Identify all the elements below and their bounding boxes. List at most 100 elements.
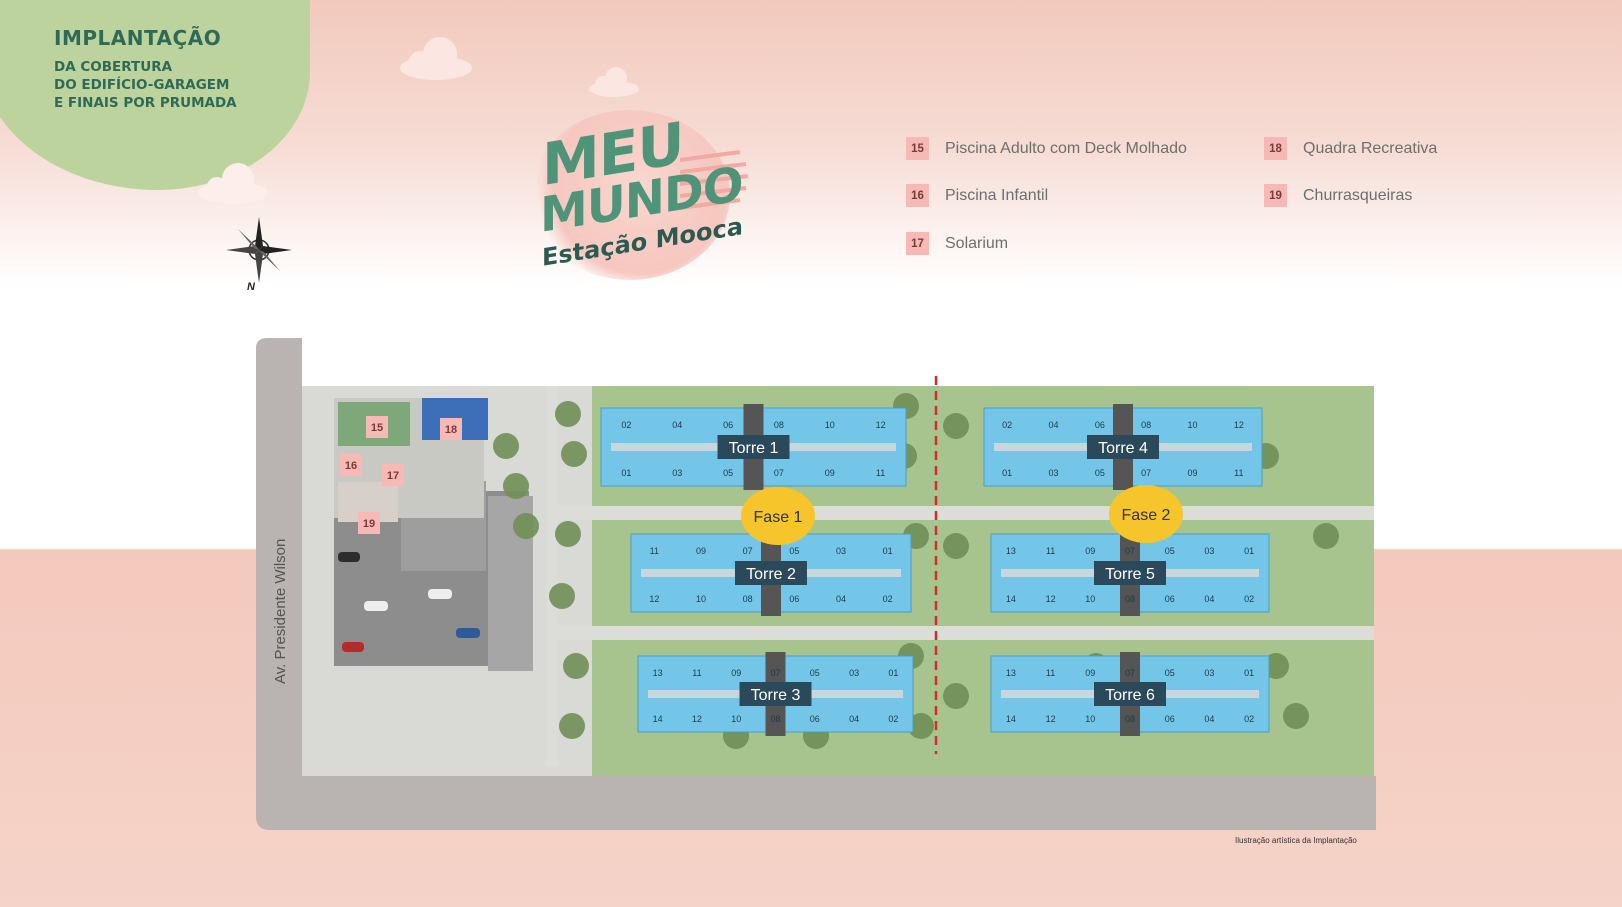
unit-label: 13 bbox=[1006, 668, 1016, 678]
tree-icon bbox=[1283, 703, 1309, 729]
unit-label: 10 bbox=[1187, 420, 1197, 430]
page-title: IMPLANTAÇÃO bbox=[54, 26, 222, 50]
unit-label: 01 bbox=[888, 668, 898, 678]
unit-label: 04 bbox=[1204, 714, 1214, 724]
unit-label: 05 bbox=[723, 468, 733, 478]
unit-label: 09 bbox=[1085, 546, 1095, 556]
legend-number: 18 bbox=[1264, 137, 1287, 160]
phase-badge: Fase 2 bbox=[1109, 485, 1183, 543]
unit-label: 07 bbox=[774, 468, 784, 478]
unit-label: 10 bbox=[1085, 594, 1095, 604]
unit-label: 03 bbox=[672, 468, 682, 478]
tower-tag bbox=[735, 561, 807, 585]
walkway bbox=[546, 386, 558, 766]
unit-label: 06 bbox=[1095, 420, 1105, 430]
unit-label: 06 bbox=[1165, 594, 1175, 604]
unit-label: 08 bbox=[774, 420, 784, 430]
unit-label: 11 bbox=[1234, 468, 1243, 478]
unit-label: 14 bbox=[1006, 714, 1016, 724]
unit-label: 05 bbox=[1095, 468, 1105, 478]
amenity-marker-number: 17 bbox=[387, 470, 399, 482]
unit-label: 04 bbox=[672, 420, 682, 430]
tower-tag bbox=[1094, 682, 1166, 706]
walkway bbox=[556, 626, 1374, 640]
tower-name: Torre 3 bbox=[751, 687, 801, 704]
unit-label: 06 bbox=[789, 594, 799, 604]
tower-name: Torre 1 bbox=[729, 440, 779, 457]
unit-label: 09 bbox=[731, 668, 741, 678]
unit-label: 09 bbox=[696, 546, 706, 556]
illustration-caption: Ilustração artística da Implantação bbox=[1235, 836, 1357, 845]
subtitle-line: DO EDIFÍCIO-GARAGEM bbox=[54, 77, 230, 93]
amenity-marker bbox=[440, 418, 462, 440]
amenity-marker-number: 15 bbox=[371, 422, 383, 434]
unit-label: 07 bbox=[743, 546, 753, 556]
unit-label: 01 bbox=[1244, 546, 1254, 556]
unit-label: 02 bbox=[621, 420, 631, 430]
legend-item: 17 Solarium bbox=[906, 232, 1008, 255]
tower-name: Torre 2 bbox=[746, 566, 796, 583]
unit-label: 11 bbox=[1046, 668, 1055, 678]
unit-label: 05 bbox=[810, 668, 820, 678]
cloud-icon bbox=[589, 67, 639, 97]
phase-badges: Fase 1 Fase 2 bbox=[741, 485, 1183, 545]
unit-label: 09 bbox=[1085, 668, 1095, 678]
unit-label: 08 bbox=[1125, 714, 1135, 724]
unit-label: 03 bbox=[1048, 468, 1058, 478]
legend-label: Churrasqueiras bbox=[1303, 186, 1413, 204]
unit-label: 05 bbox=[1165, 546, 1175, 556]
legend-number: 15 bbox=[906, 137, 929, 160]
phase-label: Fase 1 bbox=[754, 509, 803, 526]
unit-label: 04 bbox=[849, 714, 859, 724]
unit-label: 04 bbox=[836, 594, 846, 604]
amenity-marker-number: 18 bbox=[445, 424, 457, 436]
unit-label: 06 bbox=[723, 420, 733, 430]
unit-label: 06 bbox=[810, 714, 820, 724]
car-icon bbox=[364, 601, 388, 611]
tree-icon bbox=[559, 713, 585, 739]
legend-number: 16 bbox=[906, 184, 929, 207]
unit-label: 07 bbox=[770, 668, 780, 678]
unit-label: 08 bbox=[770, 714, 780, 724]
unit-label: 03 bbox=[849, 668, 859, 678]
unit-label: 07 bbox=[1125, 668, 1135, 678]
unit-label: 08 bbox=[1141, 420, 1151, 430]
tower-name: Torre 4 bbox=[1098, 440, 1148, 457]
unit-label: 14 bbox=[653, 714, 663, 724]
brand-logo: MEU MUNDO Estação Mooca bbox=[530, 109, 770, 310]
subtitle-line: DA COBERTURA bbox=[54, 59, 173, 75]
unit-label: 02 bbox=[1244, 714, 1254, 724]
unit-label: 08 bbox=[743, 594, 753, 604]
amenity-marker-number: 16 bbox=[345, 460, 357, 472]
compass-rose: N bbox=[224, 215, 294, 300]
tree-icon bbox=[493, 433, 519, 459]
unit-label: 03 bbox=[1204, 668, 1214, 678]
unit-label: 13 bbox=[653, 668, 663, 678]
unit-label: 02 bbox=[888, 714, 898, 724]
phase-badge: Fase 1 bbox=[741, 487, 815, 545]
cloud-icon bbox=[198, 163, 268, 204]
legend-label: Piscina Infantil bbox=[945, 186, 1049, 204]
page-subtitle: DA COBERTURA DO EDIFÍCIO-GARAGEM E FINAI… bbox=[54, 58, 274, 112]
unit-label: 09 bbox=[1187, 468, 1197, 478]
phase-label: Fase 2 bbox=[1122, 507, 1171, 524]
tree-icon bbox=[503, 473, 529, 499]
walkway bbox=[556, 506, 1374, 520]
unit-label: 07 bbox=[1125, 546, 1135, 556]
logo-stripes bbox=[680, 150, 749, 210]
unit-label: 12 bbox=[1234, 420, 1244, 430]
street-label: Av. Presidente Wilson bbox=[272, 539, 289, 684]
tower-tag bbox=[1094, 561, 1166, 585]
unit-label: 11 bbox=[650, 546, 659, 556]
unit-label: 02 bbox=[1002, 420, 1012, 430]
tree-icon bbox=[563, 653, 589, 679]
subtitle-line: E FINAIS POR PRUMADA bbox=[54, 95, 237, 111]
unit-label: 03 bbox=[836, 546, 846, 556]
unit-label: 09 bbox=[825, 468, 835, 478]
phase-badge-shape bbox=[1109, 485, 1183, 543]
unit-label: 12 bbox=[876, 420, 886, 430]
